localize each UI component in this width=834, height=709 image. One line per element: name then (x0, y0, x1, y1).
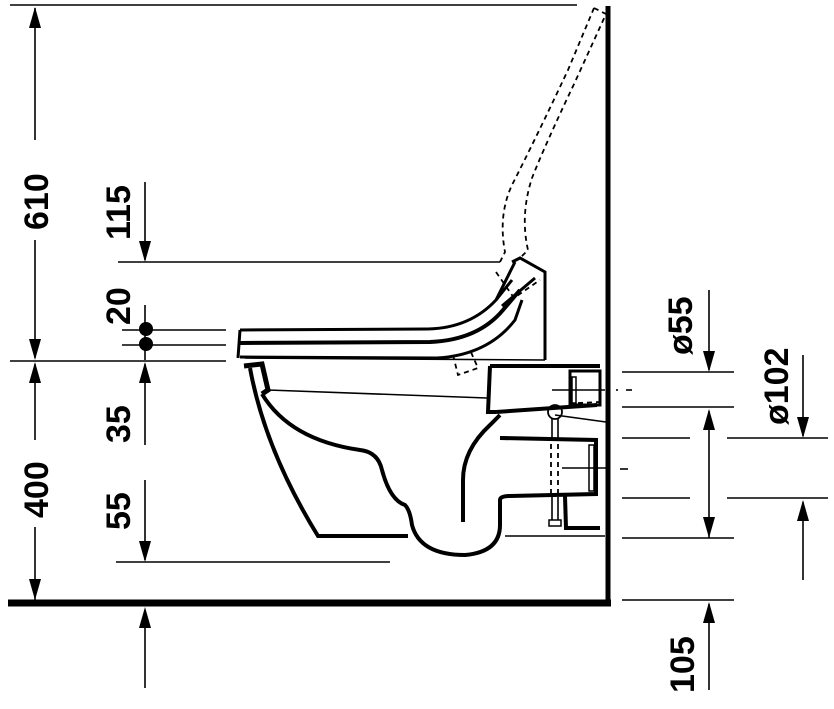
arrowhead-down (139, 241, 151, 262)
dimension-115: 115 (100, 182, 151, 262)
arrowhead-down (703, 517, 715, 538)
dim-label-55: 55 (100, 492, 138, 530)
wall-and-floor (8, 4, 611, 607)
shower-lid-open-dashed (452, 7, 608, 377)
mounting-bolt (547, 404, 563, 527)
toilet-seat (236, 256, 547, 361)
outlet-fitting (562, 444, 606, 492)
dimension-400: 400 (18, 362, 56, 600)
dim-label-400: 400 (18, 461, 56, 518)
toilet-bowl (243, 361, 605, 558)
dimension-610: 610 (18, 7, 56, 360)
dim-label-outlet-diameter: ø102 (758, 348, 796, 426)
dim-label-105: 105 (664, 636, 702, 693)
dim-label-35: 35 (100, 405, 138, 443)
dim-label-20: 20 (100, 287, 138, 325)
dim-label-inlet-diameter: ø55 (662, 296, 700, 355)
arrowhead-up (29, 7, 41, 28)
dimension-dot (139, 322, 153, 336)
dim-label-610: 610 (18, 173, 56, 230)
arrowhead-down (139, 541, 151, 562)
dimension-20: 20 (100, 287, 226, 360)
dimension-105: 105 (622, 537, 734, 693)
arrowhead-down (703, 351, 715, 372)
inlet-fitting (552, 369, 607, 423)
arrowhead-down (29, 339, 41, 360)
dimension-floor-arrow (139, 607, 151, 688)
arrowhead-down (29, 579, 41, 600)
dimension-dot (139, 337, 153, 351)
arrowhead-down (797, 417, 809, 438)
dim-label-115: 115 (100, 185, 138, 240)
dimension-55-bottom: 55 (100, 480, 151, 562)
dimension-35: 35 (100, 362, 151, 445)
centerline-marks (616, 389, 632, 470)
dimension-outlet-diameter: ø102 (622, 348, 828, 580)
dimension-inlet-diameter: ø55 (622, 290, 734, 538)
